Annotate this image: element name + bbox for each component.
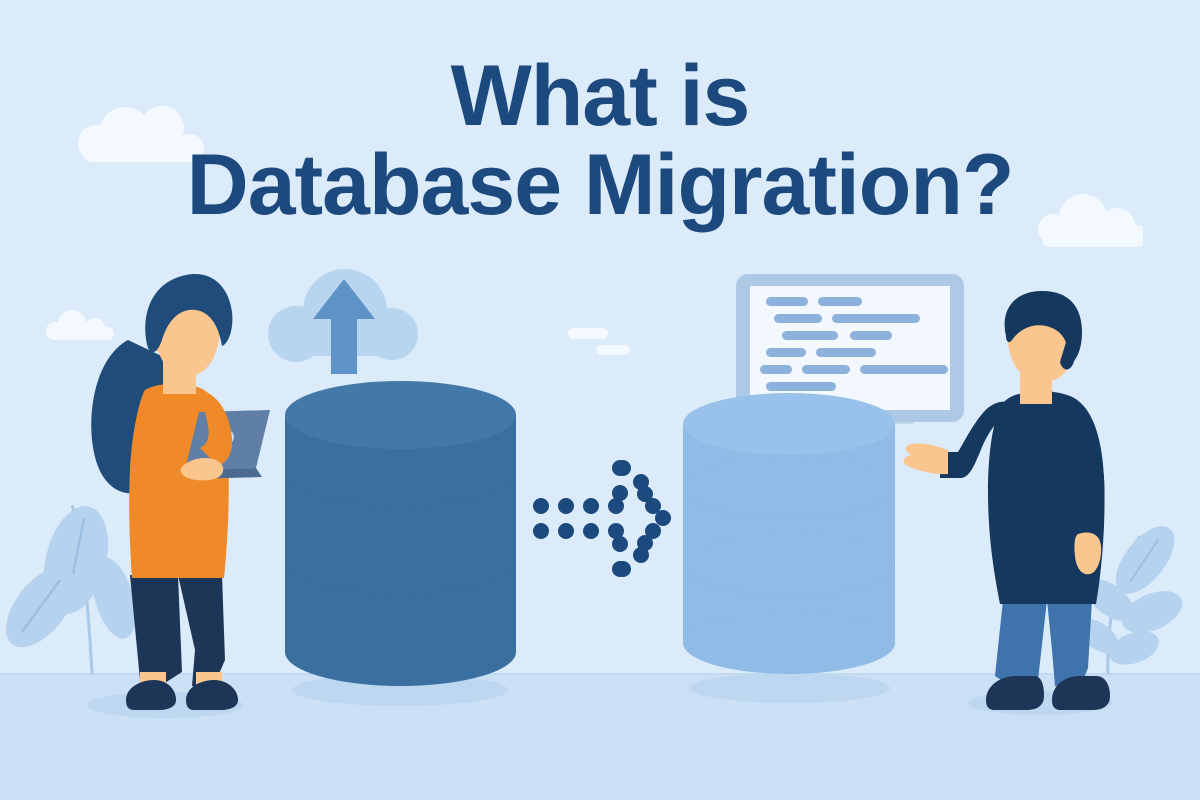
man-sideburn [1060, 342, 1075, 370]
man-hair [1004, 290, 1082, 366]
target-database-cylinder [683, 393, 895, 703]
plant-right [1076, 526, 1183, 675]
upload-arrow [313, 279, 375, 374]
woman-leg-back [130, 575, 182, 686]
plant-left [5, 504, 136, 675]
cloud-right [1038, 194, 1143, 247]
woman-with-laptop [87, 273, 270, 718]
man-arm-hanging [1066, 404, 1105, 540]
code-monitor [736, 274, 964, 424]
man-arm-pointing [940, 401, 1010, 478]
dash-upper [568, 328, 608, 339]
man-hand-hanging [1074, 532, 1102, 575]
woman-hand-front [180, 457, 224, 481]
db-shadow-right [690, 673, 890, 703]
man-shoe-back [986, 676, 1044, 710]
source-database-cylinder [285, 381, 516, 706]
dash-lower [596, 345, 630, 355]
woman-leg-front [178, 575, 225, 690]
cloud-mid-left [46, 310, 114, 340]
cloud-upload-icon [268, 269, 418, 374]
dotted-arrow-right [533, 460, 671, 577]
cloud-top-left [78, 106, 204, 162]
monitor-code-lines [760, 297, 948, 391]
floor-edge-line [0, 673, 1200, 675]
woman-arm-front [198, 392, 233, 466]
man-leg-back [995, 600, 1047, 686]
man-leg-front [1047, 600, 1092, 688]
man-shoe-front [1052, 676, 1110, 710]
man-hand-pointing [903, 443, 948, 475]
man-pointing [903, 290, 1112, 715]
woman-shoe-back [126, 680, 176, 710]
woman-shoe-front [186, 680, 238, 710]
woman-hair-front [145, 273, 233, 353]
